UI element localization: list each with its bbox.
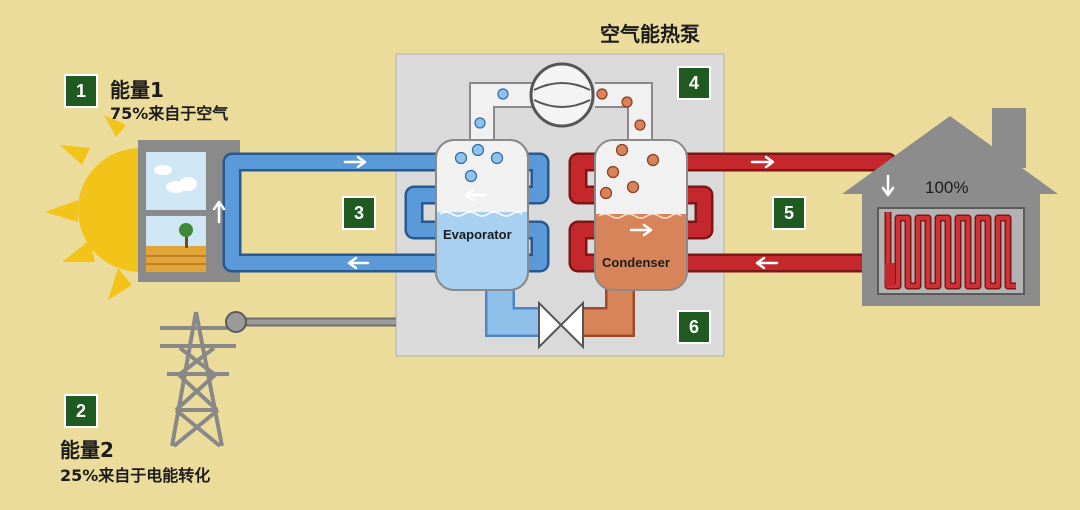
condenser-label: Condenser bbox=[602, 255, 670, 270]
evaporator-tank bbox=[435, 88, 529, 291]
radiator-icon bbox=[877, 207, 1025, 295]
expansion-valve-icon bbox=[538, 300, 584, 350]
badge-step-5: 5 bbox=[772, 196, 806, 230]
arrow-right-icon bbox=[343, 155, 367, 169]
energy-2-description: 25%来自于电能转化 bbox=[60, 466, 211, 485]
compressor-icon bbox=[529, 62, 595, 128]
badge-energy-1: 1 bbox=[64, 74, 98, 108]
condenser-coil bbox=[568, 152, 714, 273]
badge-step-6: 6 bbox=[677, 310, 711, 344]
power-connector bbox=[225, 311, 247, 333]
energy-1-name: 能量1 bbox=[110, 78, 164, 102]
arrow-left-icon bbox=[347, 256, 370, 270]
power-pylon-icon bbox=[160, 311, 236, 448]
energy-1-description: 75%来自于空气 bbox=[110, 104, 229, 123]
arrow-left-icon bbox=[755, 256, 779, 270]
badge-step-3: 3 bbox=[342, 196, 376, 230]
condenser-tank bbox=[594, 88, 688, 291]
arrow-right-icon bbox=[750, 155, 775, 169]
page-title: 空气能热泵 bbox=[600, 22, 700, 46]
arrow-up-icon bbox=[212, 200, 226, 224]
cold-loop-pipe bbox=[222, 152, 440, 273]
badge-energy-2: 2 bbox=[64, 394, 98, 428]
arrow-left-icon bbox=[464, 188, 487, 202]
energy-2-name: 能量2 bbox=[60, 438, 114, 462]
flow-arrows bbox=[212, 155, 895, 270]
arrow-right-icon bbox=[629, 223, 653, 237]
badge-step-4: 4 bbox=[677, 66, 711, 100]
evaporator-label: Evaporator bbox=[443, 227, 512, 242]
house-percent-label: 100% bbox=[925, 178, 969, 197]
evaporator-coil bbox=[404, 152, 550, 273]
arrow-down-icon bbox=[881, 174, 895, 197]
